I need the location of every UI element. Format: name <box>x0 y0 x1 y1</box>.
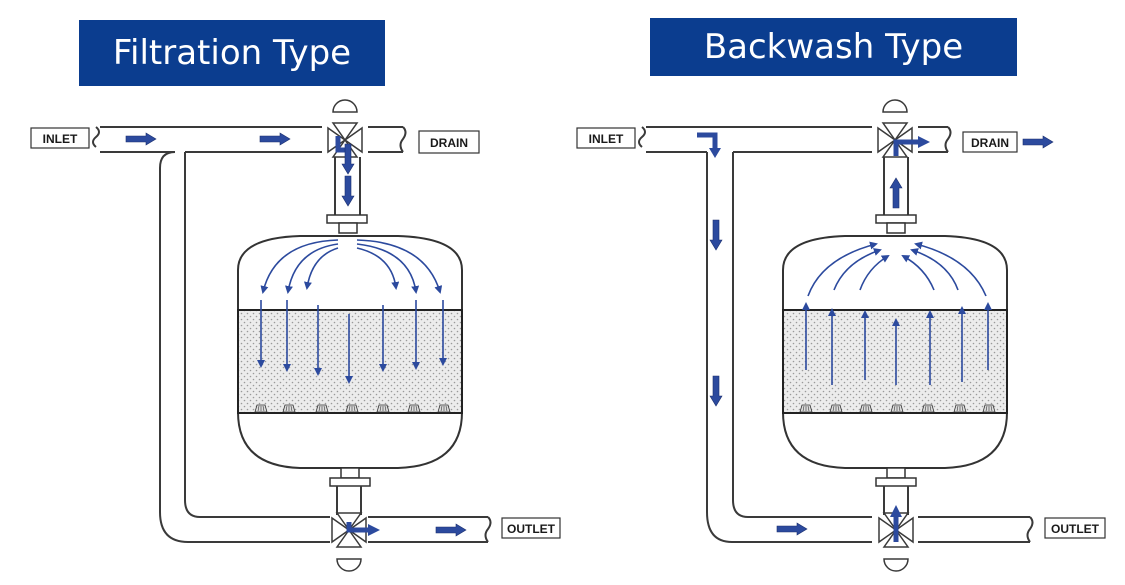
drain-label-backwash: DRAIN <box>962 131 1018 153</box>
filtration-type-title: Filtration Type <box>79 20 385 86</box>
svg-text:DRAIN: DRAIN <box>430 136 468 150</box>
svg-text:INLET: INLET <box>43 132 78 146</box>
filtration-diagram: INLET DRAIN <box>30 99 561 572</box>
svg-text:OUTLET: OUTLET <box>507 522 556 536</box>
outlet-label-backwash: OUTLET <box>1044 517 1106 539</box>
inlet-label-filtration: INLET <box>30 127 90 149</box>
backwash-diagram: INLET DRAIN <box>576 99 1106 572</box>
svg-text:INLET: INLET <box>589 132 624 146</box>
svg-text:OUTLET: OUTLET <box>1051 522 1100 536</box>
drain-label-filtration: DRAIN <box>418 130 480 154</box>
inlet-label-backwash: INLET <box>576 127 636 149</box>
outlet-label-filtration: OUTLET <box>501 517 561 539</box>
svg-text:DRAIN: DRAIN <box>971 136 1009 150</box>
backwash-type-title: Backwash Type <box>650 18 1017 76</box>
